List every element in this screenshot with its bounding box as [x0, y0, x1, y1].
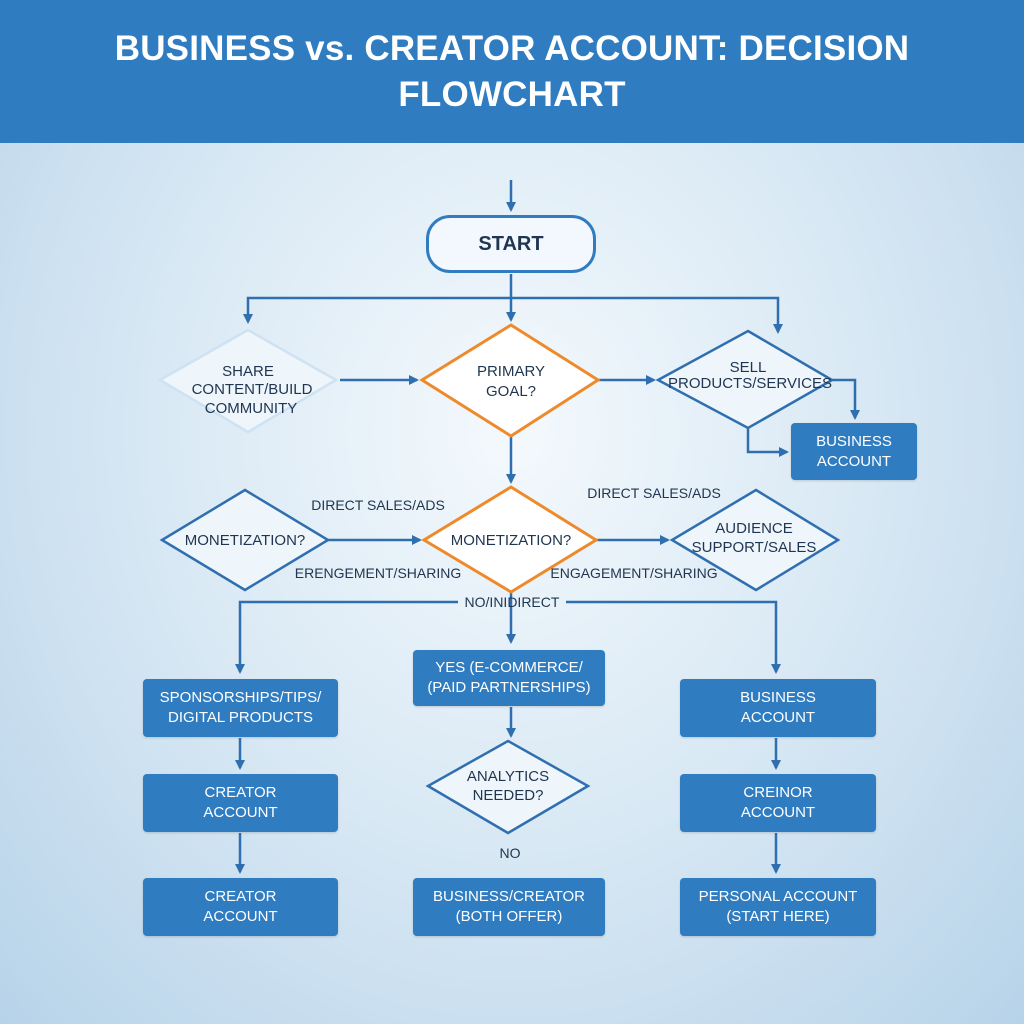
header-banner: BUSINESS vs. CREATOR ACCOUNT: DECISION F… — [0, 0, 1024, 143]
share-content-line-2: CONTENT/BUILD — [192, 381, 313, 398]
share-content-line-1: SHARE — [222, 363, 274, 380]
edge-label-no: NO — [500, 845, 521, 861]
connectors — [235, 180, 860, 874]
creator-account-box-1: CREATOR ACCOUNT — [143, 774, 338, 832]
business-account-mid-box: BUSINESS ACCOUNT — [680, 679, 876, 737]
monetization-left-label: MONETIZATION? — [185, 532, 306, 549]
business-creator-box: BUSINESS/CREATOR (BOTH OFFER) — [413, 878, 605, 936]
edge-label-engagement-right: ENGAGEMENT/SHARING — [550, 565, 717, 581]
creator-account-box-2: CREATOR ACCOUNT — [143, 878, 338, 936]
share-content-diamond: SHARE CONTENT/BUILD COMMUNITY — [157, 328, 339, 434]
sell-products-diamond: SELL PRODUCTS/SERVICES — [655, 329, 835, 430]
connector-to-sponsorships — [235, 600, 458, 674]
primary-goal-diamond: PRIMARY GOAL? — [419, 323, 601, 438]
edge-label-direct-sales-right: DIRECT SALES/ADS — [587, 485, 721, 501]
sell-line-1: SELL — [730, 359, 767, 376]
primary-goal-line-2: GOAL? — [486, 383, 536, 400]
primary-goal-line-1: PRIMARY — [477, 363, 545, 380]
audience-line-1: AUDIENCE — [715, 520, 793, 537]
edge-label-direct-sales-left: DIRECT SALES/ADS — [311, 497, 445, 513]
audience-line-2: SUPPORT/SALES — [692, 539, 817, 556]
connector-sell-to-business — [832, 378, 860, 420]
connector-to-business-mid — [566, 600, 781, 674]
edge-label-no-indirect: NO/INIDIRECT — [465, 594, 560, 610]
monetization-center-label: MONETIZATION? — [451, 532, 572, 549]
audience-support-diamond: AUDIENCE SUPPORT/SALES — [669, 488, 841, 592]
start-node: START — [426, 215, 596, 273]
yes-ecommerce-box: YES (E-COMMERCE/ (PAID PARTNERSHIPS) — [413, 650, 605, 706]
analytics-line-2: NEEDED? — [473, 787, 544, 804]
page-title: BUSINESS vs. CREATOR ACCOUNT: DECISION F… — [114, 28, 910, 114]
analytics-line-1: ANALYTICS — [467, 768, 549, 785]
sponsorships-box: SPONSORSHIPS/TIPS/ DIGITAL PRODUCTS — [143, 679, 338, 737]
monetization-left-diamond: MONETIZATION? — [159, 488, 331, 592]
business-account-top-box: BUSINESS ACCOUNT — [791, 423, 917, 480]
share-content-line-3: COMMUNITY — [205, 400, 298, 417]
creinor-account-box: CREINOR ACCOUNT — [680, 774, 876, 832]
sell-line-2: PRODUCTS/SERVICES — [668, 375, 832, 392]
personal-account-box: PERSONAL ACCOUNT (START HERE) — [680, 878, 876, 936]
monetization-center-diamond: MONETIZATION? — [421, 485, 599, 594]
connector-start-to-share — [243, 296, 511, 324]
connector-start-to-sell — [511, 296, 783, 334]
analytics-needed-diamond: ANALYTICS NEEDED? — [425, 739, 591, 835]
edge-label-engagement-left: ERENGEMENT/SHARING — [295, 565, 461, 581]
connector-sell-to-business-2 — [746, 428, 789, 457]
